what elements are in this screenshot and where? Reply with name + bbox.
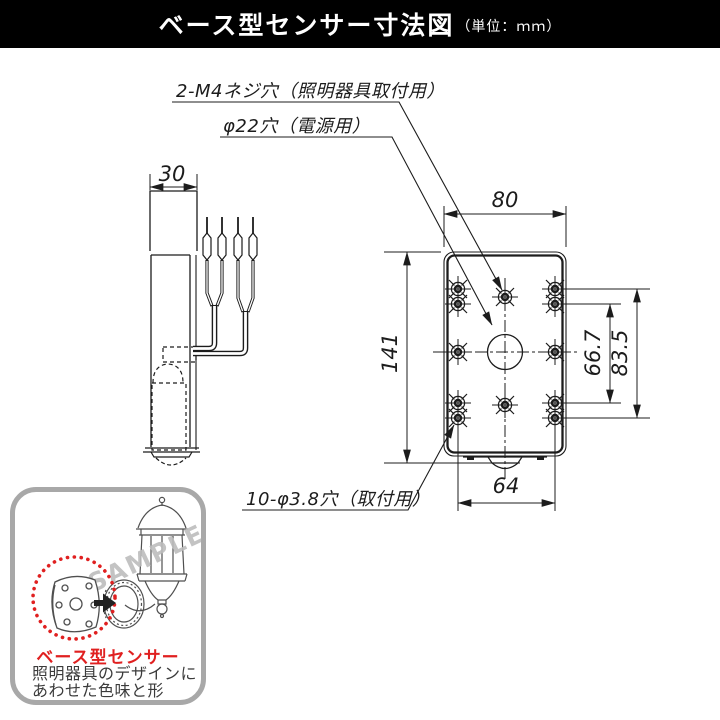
dim-width-label: 80 <box>492 188 519 212</box>
dim-pitch-outer-label: 83.5 <box>608 330 632 377</box>
sample-description: 照明器具のデザインに あわせた色味と形 <box>32 664 202 700</box>
dim-hole-pitch-vertical <box>562 288 650 419</box>
page-title-unit: （単位：ｍｍ） <box>456 19 562 35</box>
sample-description-line1: 照明器具のデザインに <box>32 664 198 683</box>
lead-wires <box>193 217 258 357</box>
arrow-icon <box>94 593 116 613</box>
dim-height-label: 141 <box>378 333 402 373</box>
annotation-screw-hole: 2-M4ネジ穴（照明器具取付用） <box>176 81 445 102</box>
title-bar: ベース型センサー寸法図 （単位：ｍｍ） <box>0 0 720 48</box>
highlight-dotted-circle <box>31 555 117 641</box>
annotation-power-hole: φ22穴（電源用） <box>223 116 370 137</box>
dim-hole-pitch-width <box>457 428 556 511</box>
dim-pitch-inner-label: 66.7 <box>581 329 605 376</box>
side-view: 30 <box>143 162 258 466</box>
page-title: ベース型センサー寸法図 <box>158 11 455 40</box>
dim-height <box>384 251 520 464</box>
dim-pitch-width-label: 64 <box>493 474 520 498</box>
sample-caption: ベース型センサー <box>36 648 180 668</box>
power-hole <box>486 333 524 371</box>
sample-box: SAMPLE ベース型センサー 照明器具のデザインに あわせた色味と形 <box>10 487 206 705</box>
dim-depth <box>149 174 198 191</box>
front-view: 80 141 66.7 83.5 64 <box>378 188 650 511</box>
leader-lines <box>172 101 503 511</box>
sample-description-line2: あわせた色味と形 <box>32 680 165 700</box>
annotation-mount-hole: 10-φ3.8穴（取付用） <box>246 489 430 510</box>
base-sensor-sketch <box>51 575 100 633</box>
sample-illustration: SAMPLE <box>31 496 201 641</box>
dim-depth-label: 30 <box>159 162 186 186</box>
dim-width <box>443 206 567 247</box>
